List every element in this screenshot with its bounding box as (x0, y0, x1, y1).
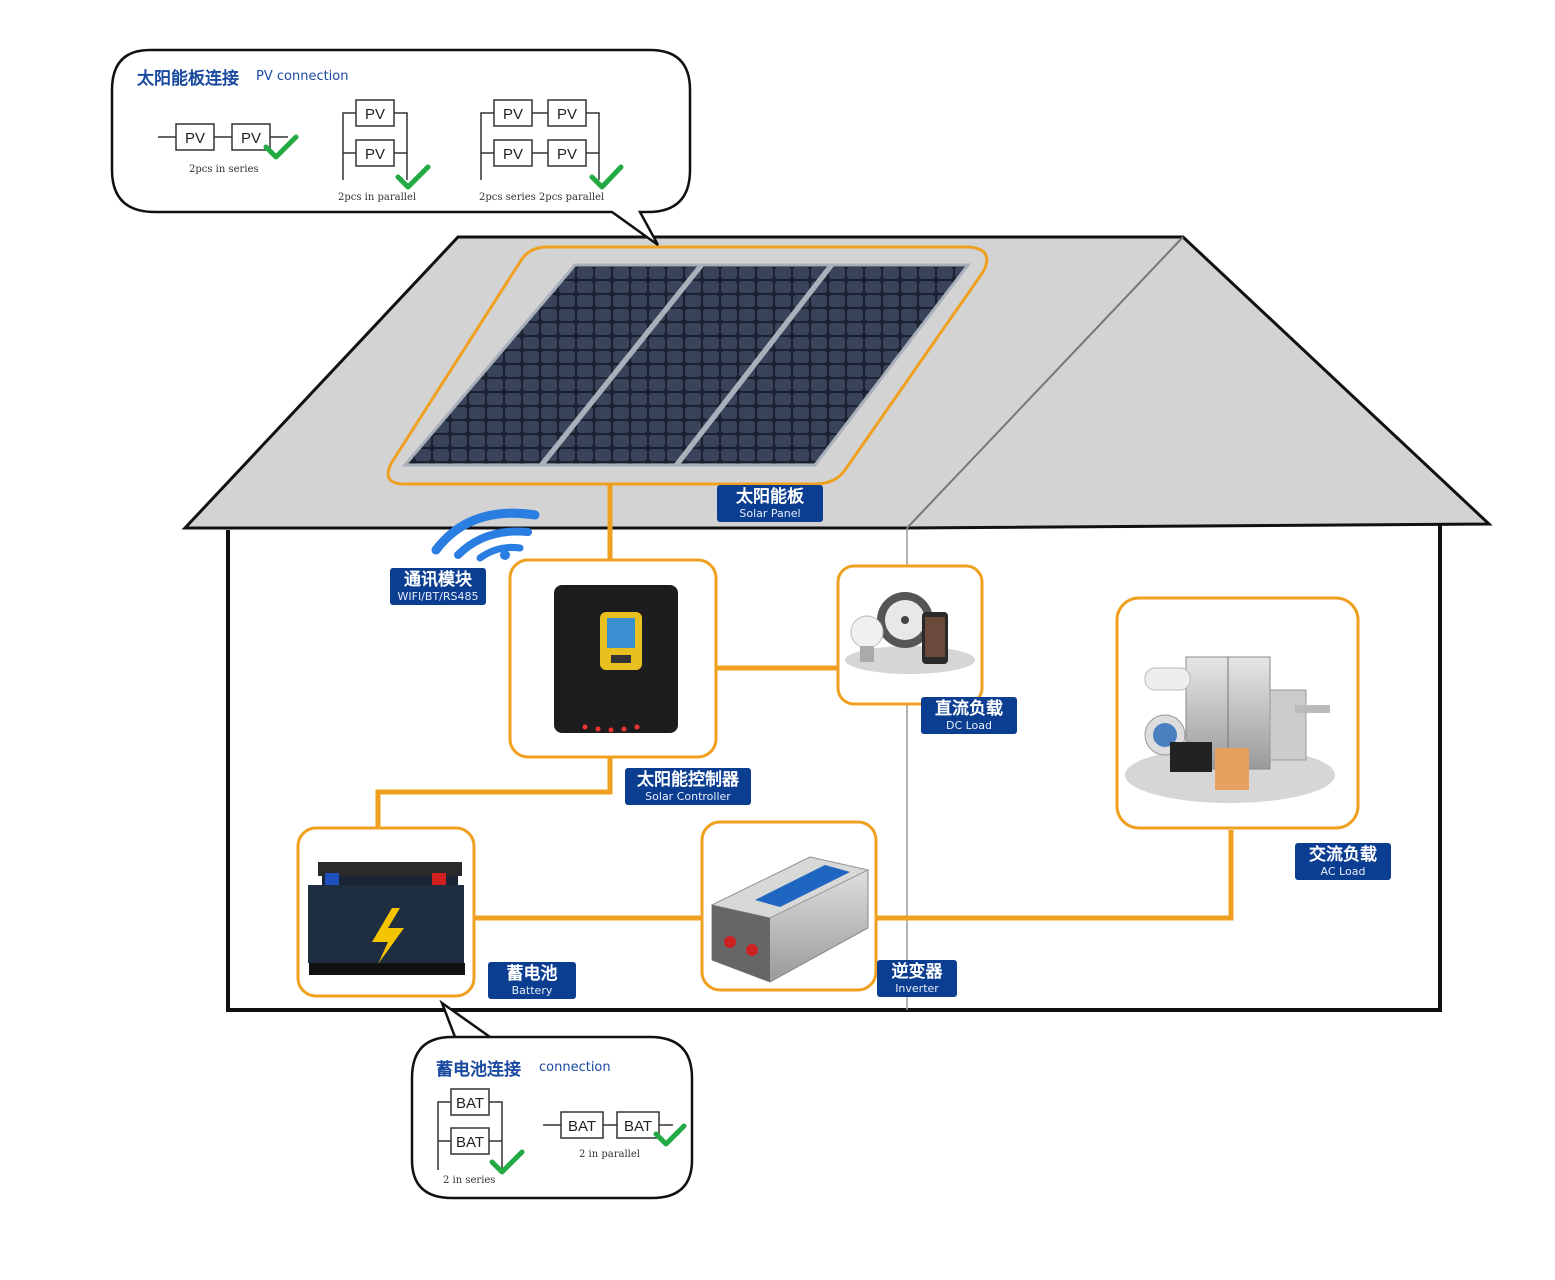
pv-module-label: PV (503, 146, 523, 163)
pv-parallel-diagram (342, 99, 408, 180)
bat-module-label: BAT (456, 1095, 484, 1112)
pv-series-diagram (158, 123, 288, 151)
battery-label-zh: 蓄电池 (506, 964, 558, 984)
dc-load-icon (845, 592, 975, 674)
roof-ridge-line (906, 236, 1184, 529)
bat-caption-parallel: 2 in parallel (579, 1149, 640, 1160)
battery-label-en: Battery (511, 984, 553, 997)
check-icon (589, 164, 624, 190)
check-icon (489, 1149, 525, 1175)
ac-load-icon (1125, 656, 1335, 803)
pv-module-label: PV (557, 146, 577, 163)
controller-label-en: Solar Controller (645, 790, 731, 803)
solar-panel-frame (386, 245, 989, 486)
check-icon (653, 1123, 687, 1147)
dc-load-label-zh: 直流负载 (935, 699, 1003, 719)
bat-module-label: BAT (456, 1134, 484, 1151)
comm-module-label: 通讯模块 WIFI/BT/RS485 (390, 568, 486, 605)
controller-device-icon (554, 585, 678, 733)
comm-module-label-zh: 通讯模块 (404, 570, 472, 590)
bat-module-label: BAT (624, 1118, 652, 1135)
pv-caption-series: 2pcs in series (189, 164, 259, 175)
pv-caption-series-parallel: 2pcs series 2pcs parallel (479, 192, 605, 203)
dc-load-label: 直流负载 DC Load (921, 697, 1017, 734)
pv-module-label: PV (557, 106, 577, 123)
ac-load-label-zh: 交流负载 (1309, 845, 1377, 865)
ac-load-label: 交流负载 AC Load (1295, 843, 1391, 880)
check-icon (263, 134, 299, 160)
controller-label-zh: 太阳能控制器 (637, 770, 739, 790)
pv-module-label: PV (241, 130, 261, 147)
pv-module-label: PV (185, 130, 205, 147)
pv-series-parallel-diagram (480, 99, 600, 180)
battery-callout-title: 蓄电池连接 (436, 1060, 521, 1080)
solar-panel-label-en: Solar Panel (739, 507, 801, 520)
pv-callout-subtitle: PV connection (256, 69, 349, 84)
battery-icon (308, 862, 465, 975)
pv-module-label: PV (365, 146, 385, 163)
battery-label: 蓄电池 Battery (488, 962, 576, 999)
check-icon (395, 164, 431, 190)
bat-caption-series: 2 in series (443, 1175, 496, 1186)
inverter-label: 逆变器 Inverter (877, 960, 957, 997)
bat-parallel-diagram (543, 1111, 673, 1139)
inverter-label-zh: 逆变器 (891, 962, 943, 982)
inverter-label-en: Inverter (895, 982, 939, 995)
pv-module-label: PV (365, 106, 385, 123)
battery-callout-subtitle: connection (539, 1060, 611, 1075)
bat-series-diagram (437, 1088, 503, 1170)
bat-module-label: BAT (568, 1118, 596, 1135)
solar-panel-label: 太阳能板 Solar Panel (717, 485, 823, 522)
controller-label: 太阳能控制器 Solar Controller (625, 768, 751, 805)
pv-connection-callout (110, 48, 692, 247)
solar-panel-label-zh: 太阳能板 (736, 487, 804, 507)
ac-load-label-en: AC Load (1320, 865, 1366, 878)
pv-module-label: PV (503, 106, 523, 123)
wifi-icon (431, 508, 540, 562)
wiring (375, 484, 1234, 921)
house-wall (226, 524, 1442, 1012)
inverter-icon (710, 856, 870, 983)
pv-caption-parallel: 2pcs in parallel (338, 192, 417, 203)
solar-panel (401, 263, 972, 467)
comm-module-label-en: WIFI/BT/RS485 (397, 590, 479, 603)
pv-callout-title: 太阳能板连接 (137, 69, 239, 89)
dc-load-label-en: DC Load (945, 719, 993, 732)
